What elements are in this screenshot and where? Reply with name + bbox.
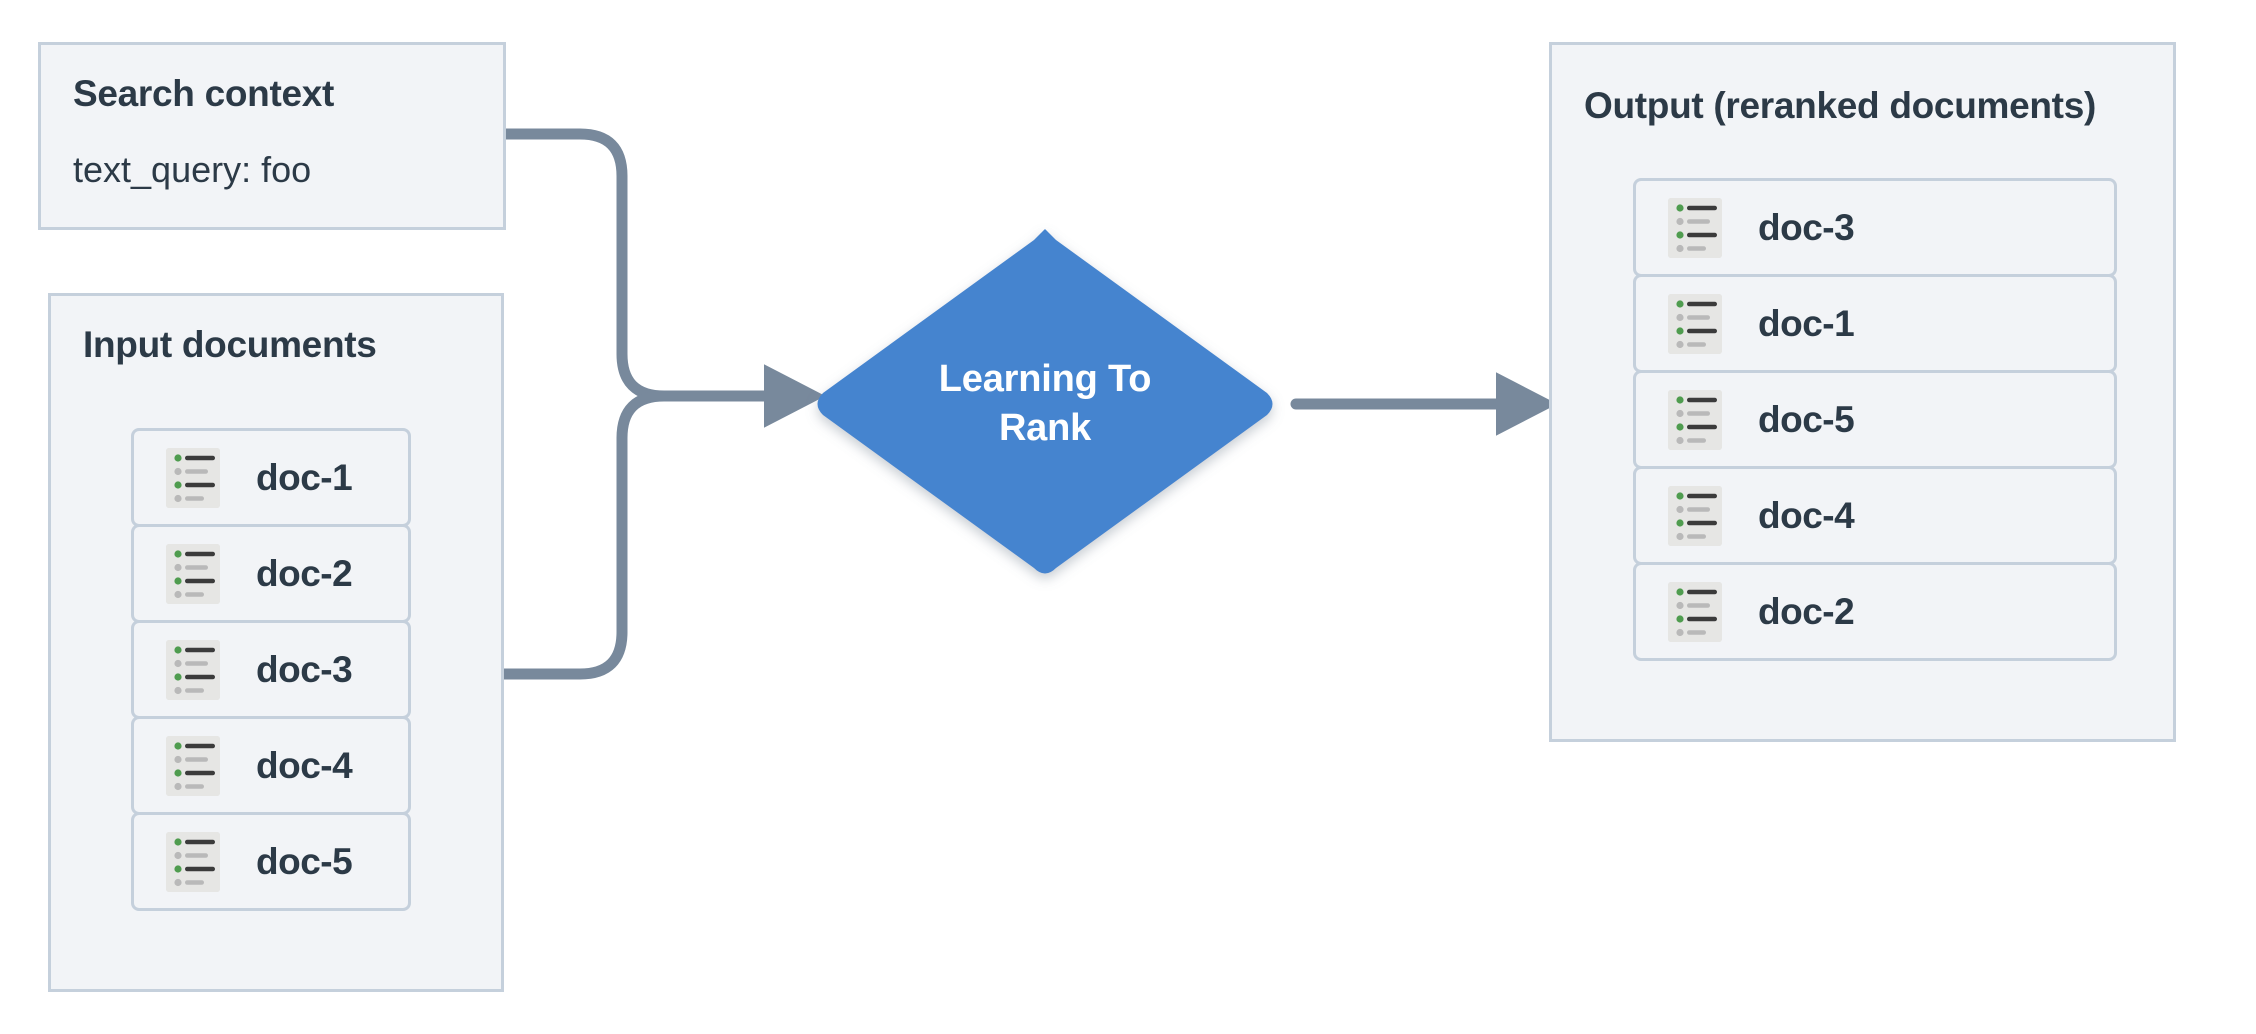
document-list-icon [1668,485,1722,546]
output-panel-title: Output (reranked documents) [1584,85,2096,126]
learning-to-rank-label: Learning To Rank [812,229,1278,579]
search-context-panel: Search context text_query: foo [38,42,506,230]
document-list-icon [166,639,220,700]
ltr-label-line-2: Rank [998,407,1092,449]
document-label: doc-2 [256,552,353,594]
document-label: doc-3 [256,648,353,690]
document-label: doc-5 [1758,398,1855,440]
document-label: doc-5 [256,840,353,882]
input-documents-list: doc-1 doc-2 doc-3 doc-4 doc-5 [131,428,411,911]
document-row[interactable]: doc-2 [1633,562,2117,661]
document-row[interactable]: doc-2 [131,524,411,623]
document-label: doc-3 [1758,206,1855,248]
document-row[interactable]: doc-5 [1633,370,2117,469]
document-label: doc-4 [256,744,353,786]
search-context-text-query: text_query: foo [73,149,312,190]
document-row[interactable]: doc-5 [131,812,411,911]
document-label: doc-1 [256,456,353,498]
document-list-icon [1668,293,1722,354]
document-row[interactable]: doc-1 [131,428,411,527]
document-row[interactable]: doc-1 [1633,274,2117,373]
document-list-icon [166,543,220,604]
document-label: doc-1 [1758,302,1855,344]
document-list-icon [1668,581,1722,642]
document-list-icon [166,831,220,892]
document-label: doc-4 [1758,494,1855,536]
connector-input-documents-to-ltr [498,390,766,680]
document-row[interactable]: doc-4 [1633,466,2117,565]
document-row[interactable]: doc-3 [131,620,411,719]
ltr-label-line-1: Learning To [938,358,1152,401]
input-documents-title: Input documents [83,324,377,365]
document-row[interactable]: doc-3 [1633,178,2117,277]
document-list-icon [166,447,220,508]
learning-to-rank-node[interactable]: Learning To Rank [812,229,1278,579]
search-context-title: Search context [73,73,335,114]
document-row[interactable]: doc-4 [131,716,411,815]
document-list-icon [1668,389,1722,450]
document-label: doc-2 [1758,590,1855,632]
document-list-icon [166,735,220,796]
connector-search-context-to-ltr [500,128,766,402]
output-documents-list: doc-3 doc-1 doc-5 doc-4 doc-2 [1633,178,2117,661]
ltr-diamond-shape [817,229,1273,574]
document-list-icon [1668,197,1722,258]
